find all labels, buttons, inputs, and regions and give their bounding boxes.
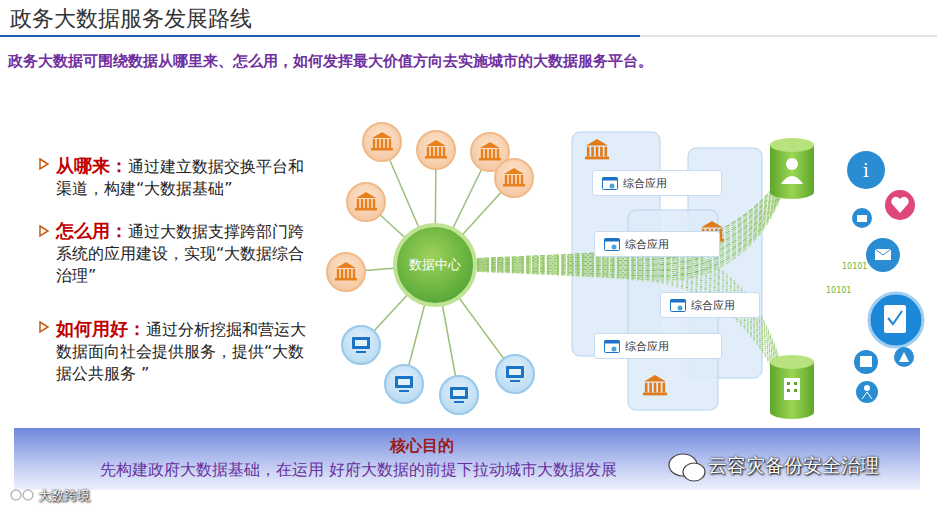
subtitle: 政务大数据可围绕数据从哪里来、怎么用，如何发挥最大价值方向去实施城市的大数据服务… — [8, 52, 653, 71]
bullet-item: 怎么用：通过大数据支撑跨部门跨系统的应用建设，实现“大数据综合治理” — [56, 220, 308, 287]
satellite-icon — [363, 123, 401, 161]
data-strand — [477, 270, 782, 387]
app-box: 综合应用 — [660, 292, 760, 318]
app-icon — [604, 238, 620, 252]
satellite-icon — [440, 376, 478, 414]
data-strand — [477, 269, 782, 385]
binary-digits: 10101 — [826, 286, 851, 295]
data-strand — [477, 188, 782, 269]
watermark: 云容灾备份安全治理 — [708, 453, 879, 479]
app-icon — [670, 299, 686, 313]
title-rule — [0, 35, 640, 37]
node-text: 综合应用 — [625, 237, 669, 252]
data-strand — [477, 191, 782, 274]
satellite-icon — [327, 253, 365, 291]
satellite-icons — [327, 123, 534, 414]
bank-icon — [585, 139, 609, 159]
database-cylinders — [770, 138, 814, 419]
title-rule — [640, 36, 937, 37]
app-box: 综合应用 — [594, 333, 722, 359]
data-strand — [477, 194, 782, 280]
service-icons: i — [847, 151, 923, 403]
bullet-heading: 怎么用： — [56, 220, 128, 241]
satellite-icon — [496, 355, 534, 393]
satellite-icon — [347, 183, 385, 221]
data-strand — [477, 258, 782, 372]
app-box: 综合应用 — [592, 170, 722, 196]
bank-icon — [643, 375, 667, 395]
bullet-item: 如何用好：通过分析挖掘和营运大数据面向社会提供服务，提供“大数据公共服务 ” — [56, 318, 308, 385]
binary-digits: 10101 — [842, 262, 867, 271]
icon-glyph: i — [863, 160, 869, 181]
bullet-item: 从哪来：通过建立数据交换平台和渠道，构建“大数据基础” — [56, 155, 308, 200]
data-strand — [477, 192, 782, 276]
data-strand — [477, 271, 782, 389]
bullet-markers — [40, 159, 48, 332]
satellite-icon — [385, 365, 423, 403]
satellite-icon — [417, 131, 455, 169]
data-center-circle: 数据中心 — [393, 223, 477, 307]
data-strand — [477, 193, 782, 278]
slide-title: 政务大数据服务发展路线 — [10, 4, 252, 34]
watermark: 大数跨境 — [38, 487, 90, 505]
satellite-icon — [342, 326, 380, 364]
data-strand — [477, 272, 782, 391]
node-text: 综合应用 — [623, 176, 667, 191]
data-strand — [477, 186, 782, 267]
data-strand — [477, 190, 782, 273]
app-icon — [604, 340, 620, 354]
app-icon — [602, 177, 618, 191]
data-strand — [477, 184, 782, 264]
data-strand — [477, 269, 782, 385]
panel-icons — [585, 139, 724, 395]
node-text: 综合应用 — [625, 339, 669, 354]
bullet-heading: 如何用好： — [56, 318, 146, 339]
node-text: 综合应用 — [691, 298, 735, 313]
data-strand — [477, 189, 782, 271]
node-text: 数据中心 — [409, 256, 461, 274]
app-box: 综合应用 — [594, 231, 720, 257]
satellite-icon — [495, 159, 533, 197]
bullet-heading: 从哪来： — [56, 155, 128, 176]
purpose-band-ground — [14, 428, 920, 490]
